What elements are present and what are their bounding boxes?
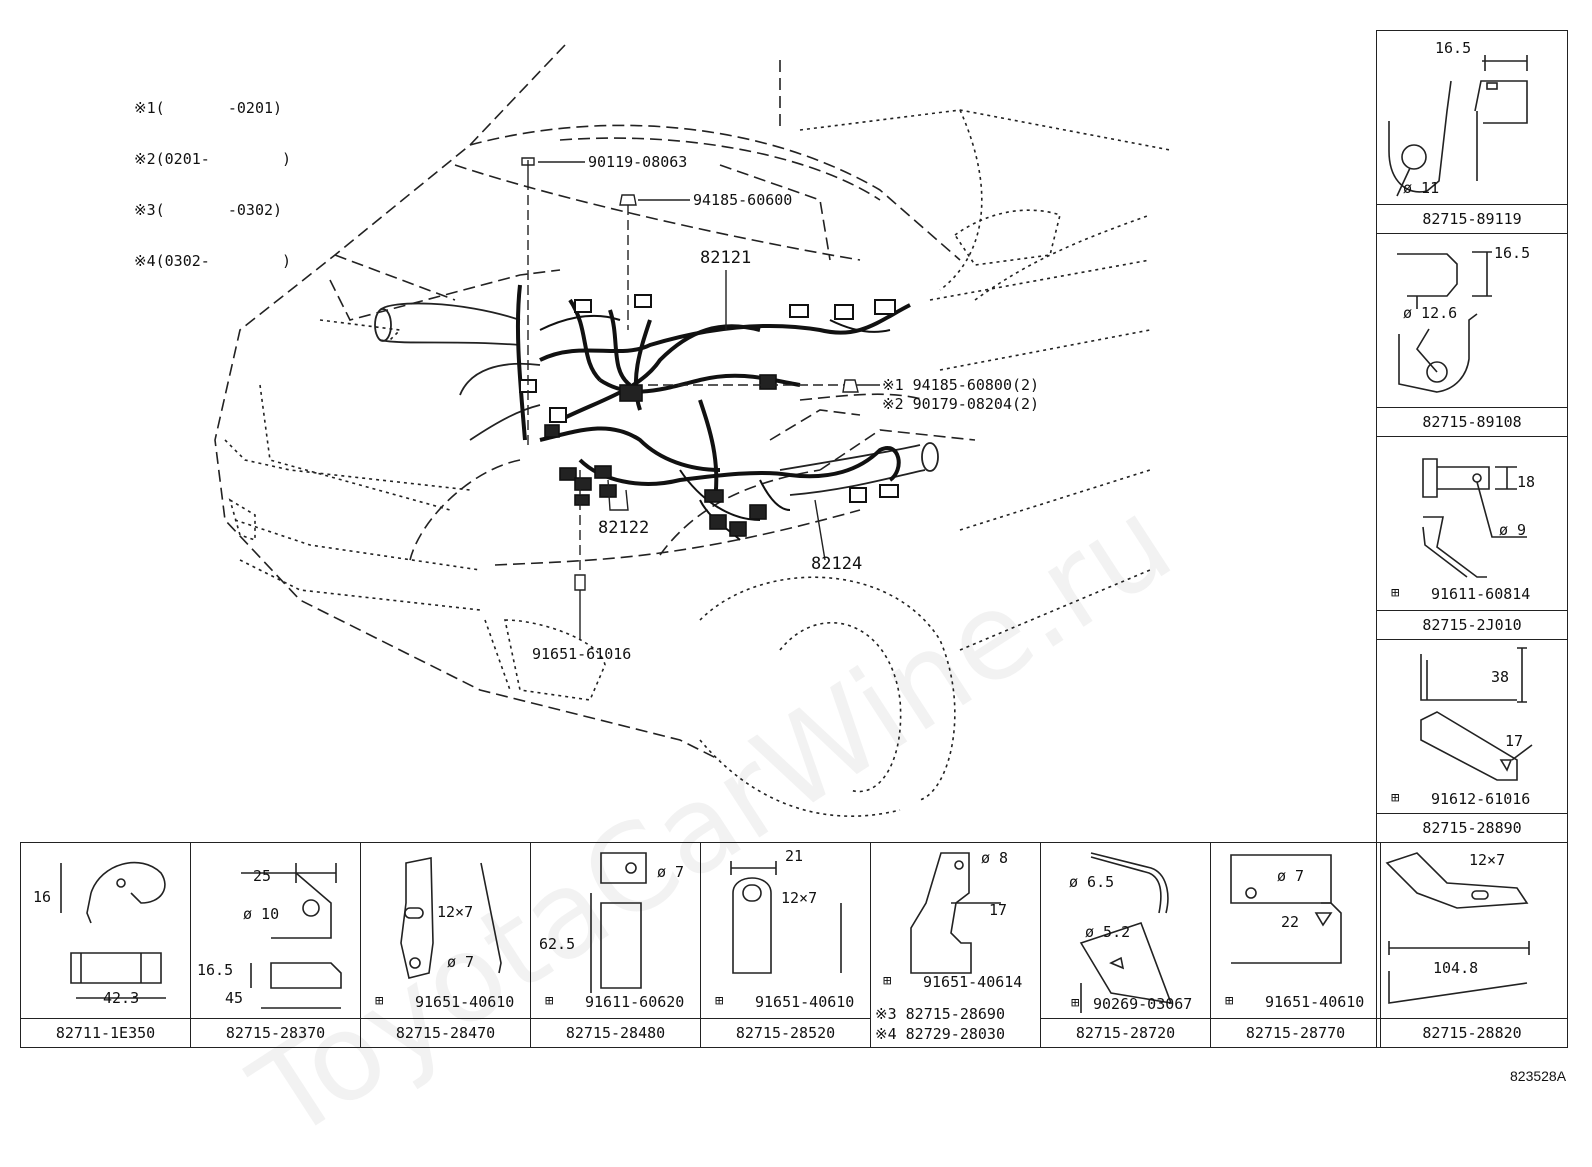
bolt-part-number: 91611-60814: [1431, 585, 1531, 603]
bolt-part-number: 91651-40610: [755, 993, 855, 1011]
dim-label: 16.5: [1435, 39, 1472, 57]
dim-label: 17: [989, 901, 1008, 919]
dim-label: 12×7: [1469, 851, 1506, 869]
bolt-part-number: 91651-40614: [923, 973, 1023, 991]
part-number: 82715-28480: [531, 1018, 700, 1047]
callout-harness-right: 82124: [811, 554, 863, 574]
bolt-icon: ⊞: [1391, 585, 1400, 601]
dim-label: ø 7: [1277, 867, 1305, 885]
callout-nut-right-1: ※1 94185-60800(2): [882, 376, 1040, 394]
clamp-panel-28370: 25 ø 10 16.5 45 82715-28370: [190, 842, 361, 1048]
dim-label: 22: [1281, 913, 1300, 931]
bolt-part-number: 91611-60620: [585, 993, 685, 1011]
bolt-icon: ⊞: [883, 973, 892, 989]
dim-label: 16.5: [1494, 244, 1531, 262]
part-number: 82715-2J010: [1377, 610, 1567, 639]
engine-bay-illustration: [214, 44, 1171, 817]
dim-label: 104.8: [1433, 959, 1479, 977]
dim-label: 12×7: [781, 889, 818, 907]
bolt-icon: ⊞: [715, 993, 724, 1009]
legend-row: ※3( -0302): [134, 201, 283, 219]
part-number: 82715-89119: [1377, 204, 1567, 233]
clamp-panel-28720: ø 6.5 ø 5.2 ⊞ 90269-03067 82715-28720: [1040, 842, 1211, 1048]
part-number: 82715-89108: [1377, 407, 1567, 436]
clamp-panel-89119: 16.5 ø 11 82715-89119: [1376, 30, 1568, 234]
part-number: 82715-28770: [1211, 1018, 1380, 1047]
clamp-panel-28480: ø 7 62.5 ⊞ 91611-60620 82715-28480: [530, 842, 701, 1048]
dim-label: ø 5.2: [1085, 923, 1131, 941]
dim-label: ø 10: [243, 905, 280, 923]
dim-label: 12×7: [437, 903, 474, 921]
bolt-part-number: 90269-03067: [1093, 995, 1193, 1013]
bolt-part-number: 91651-40610: [1265, 993, 1365, 1011]
clamp-panel-28690: ø 8 17 ⊞ 91651-40614 ※3 82715-28690 ※4 8…: [870, 842, 1041, 1048]
dim-label: 16.5: [197, 961, 234, 979]
part-number: 82715-28470: [361, 1018, 530, 1047]
bolt-icon: ⊞: [375, 993, 384, 1009]
callout-harness-main: 82121: [700, 248, 752, 268]
dim-label: ø 7: [447, 953, 475, 971]
dim-label: ø 9: [1499, 521, 1527, 539]
clamp-panel-28520: 21 12×7 ⊞ 91651-40610 82715-28520: [700, 842, 871, 1048]
legend-row: ※2(0201- ): [134, 150, 292, 168]
dim-label: ø 8: [981, 849, 1009, 867]
dim-label: 17: [1505, 732, 1524, 750]
part-number: 82715-28720: [1041, 1018, 1210, 1047]
legend: ※1( -0201) ※2(0201- ) ※3( -0302) ※4(0302…: [134, 66, 291, 287]
clamp-panel-89108: 16.5 ø 12.6 82715-89108: [1376, 233, 1568, 437]
dim-label: ø 11: [1403, 179, 1440, 197]
dim-label: 18: [1517, 473, 1536, 491]
dim-label: 45: [225, 989, 244, 1007]
part-number: 82715-28820: [1377, 1018, 1567, 1047]
dim-label: 62.5: [539, 935, 576, 953]
bolt-part-number: 91612-61016: [1431, 790, 1531, 808]
dim-label: ø 6.5: [1069, 873, 1115, 891]
dim-label: 21: [785, 847, 804, 865]
clamp-panel-2j010: 18 ø 9 ⊞ 91611-60814 82715-2J010: [1376, 436, 1568, 640]
clamp-panel-28770: ø 7 22 ⊞ 91651-40610 82715-28770: [1210, 842, 1381, 1048]
callout-bolt-bottom: 91651-61016: [532, 645, 632, 663]
part-number: 82715-28370: [191, 1018, 360, 1047]
bolt-icon: ⊞: [1391, 790, 1400, 806]
part-number: 82715-28520: [701, 1018, 870, 1047]
bolt-icon: ⊞: [545, 993, 554, 1009]
part-number: ※3 82715-28690: [875, 1005, 1005, 1023]
callout-nut-top: 94185-60600: [693, 191, 793, 209]
diagram-id: 823528A: [1510, 1068, 1567, 1084]
part-number: 82715-28890: [1377, 813, 1567, 842]
dim-label: ø 12.6: [1403, 304, 1458, 322]
clamp-panel-1e350: 16 42.3 82711-1E350: [20, 842, 191, 1048]
callout-nut-right-2: ※2 90179-08204(2): [882, 395, 1040, 413]
dim-label: ø 7: [657, 863, 685, 881]
dim-label: 25: [253, 867, 272, 885]
callout-bolt-top: 90119-08063: [588, 153, 688, 171]
legend-row: ※4(0302- ): [134, 252, 292, 270]
dim-label: 16: [33, 888, 52, 906]
legend-row: ※1( -0201): [134, 99, 283, 117]
bolt-icon: ⊞: [1225, 993, 1234, 1009]
callout-harness-front: 82122: [598, 518, 650, 538]
bolt-icon: ⊞: [1071, 995, 1080, 1011]
dim-label: 42.3: [103, 989, 140, 1007]
clamp-panel-28470: 12×7 ø 7 ⊞ 91651-40610 82715-28470: [360, 842, 531, 1048]
clamp-panel-28890: 38 17 ⊞ 91612-61016 82715-28890: [1376, 639, 1568, 843]
clamp-panel-28820: 12×7 104.8 82715-28820: [1376, 842, 1568, 1048]
bolt-part-number: 91651-40610: [415, 993, 515, 1011]
part-number-alt: ※4 82729-28030: [875, 1025, 1005, 1043]
dim-label: 38: [1491, 668, 1510, 686]
part-number: 82711-1E350: [21, 1018, 190, 1047]
